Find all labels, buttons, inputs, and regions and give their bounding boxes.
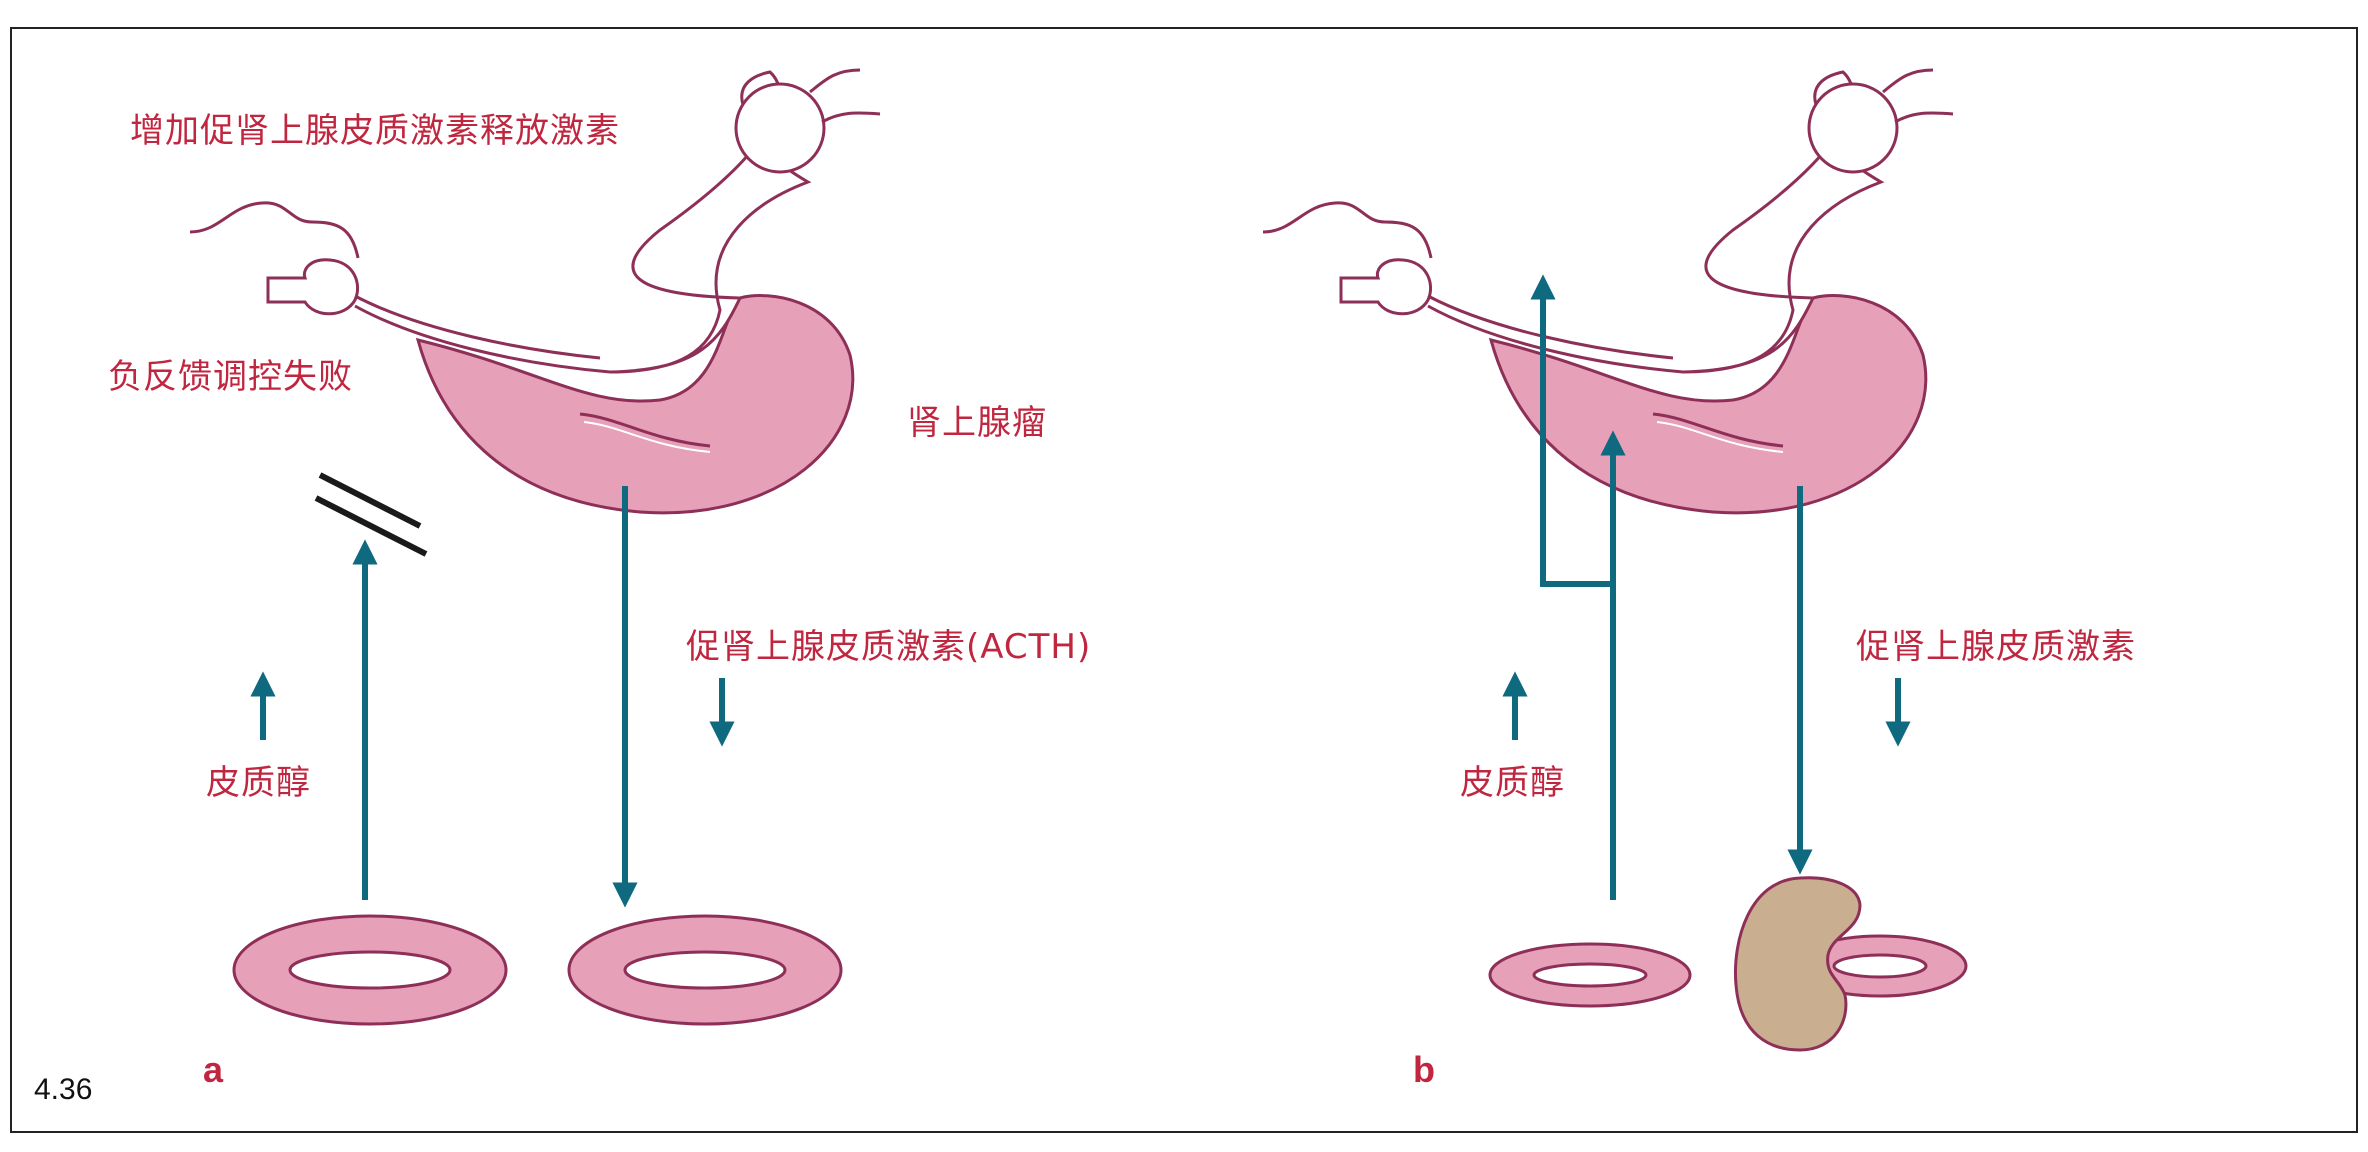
- panel-a-tumor-mark-2: [583, 421, 711, 453]
- panel-a-hypothalamus-pituitary: [189, 68, 881, 515]
- panel-b-letter: b: [1413, 1049, 1435, 1090]
- panel-a-nerve-fibre-2: [821, 111, 881, 124]
- panel-b-adrenal-left: [1488, 942, 1692, 1008]
- figure-number: 4.36: [34, 1073, 93, 1106]
- panel-a-tumor-label: 肾上腺瘤: [907, 403, 1047, 443]
- panel-a-crh-label: 增加促肾上腺皮质激素释放激素: [130, 111, 620, 151]
- panel-a-neuron-knob: [266, 258, 360, 316]
- panel-b-hypothalamus-pituitary: [1262, 68, 1954, 515]
- panel-b-neuron-knob: [1339, 258, 1433, 316]
- panel-b-adrenal-tumor: [1733, 876, 1862, 1052]
- panel-a-tumor-mark: [579, 412, 711, 448]
- panel-b-nucleus-circle: [1807, 82, 1899, 174]
- panel-b-tumor-mark: [1652, 412, 1784, 448]
- panel-a-nucleus-circle: [734, 82, 826, 174]
- panel-b-acth-label: 促肾上腺皮质激素: [1856, 627, 2136, 667]
- panel-b-cortisol-label: 皮质醇: [1460, 763, 1565, 803]
- panel-b-nerve-fibre-2: [1894, 111, 1954, 124]
- figure-frame: [10, 27, 2358, 1133]
- panel-a-portal-vessel: [354, 294, 601, 360]
- panel-b-nerve-fibre-1: [1882, 68, 1934, 94]
- panel-b-hypothalamus-outline: [1262, 201, 1433, 259]
- panel-a-adrenal-right: [567, 914, 843, 1026]
- panel-b-portal-vessel-2: [1427, 304, 1684, 374]
- panel-a-portal-vessel-2: [354, 304, 611, 374]
- panel-a-acth-label: 促肾上腺皮质激素(ACTH): [686, 627, 1092, 667]
- panel-a-nerve-fibre-1: [809, 68, 861, 94]
- panel-a-hypothalamus-outline: [189, 201, 360, 259]
- panel-b-tumor-mark-2: [1656, 421, 1784, 453]
- panel-a-letter: a: [203, 1049, 224, 1090]
- feedback-block-line-2: [314, 495, 428, 557]
- panel-b-portal-vessel: [1427, 294, 1674, 360]
- panel-a-pituitary-gland: [415, 294, 855, 515]
- panel-a-cortisol-label: 皮质醇: [206, 763, 311, 803]
- panel-a-adrenal-left: [232, 914, 508, 1026]
- panel-a-feedback-label: 负反馈调控失败: [108, 357, 353, 397]
- feedback-block-line-1: [318, 472, 422, 529]
- panel-b-feedback-branch-arrow: [1530, 274, 1613, 587]
- panel-b-pituitary-gland: [1488, 294, 1928, 515]
